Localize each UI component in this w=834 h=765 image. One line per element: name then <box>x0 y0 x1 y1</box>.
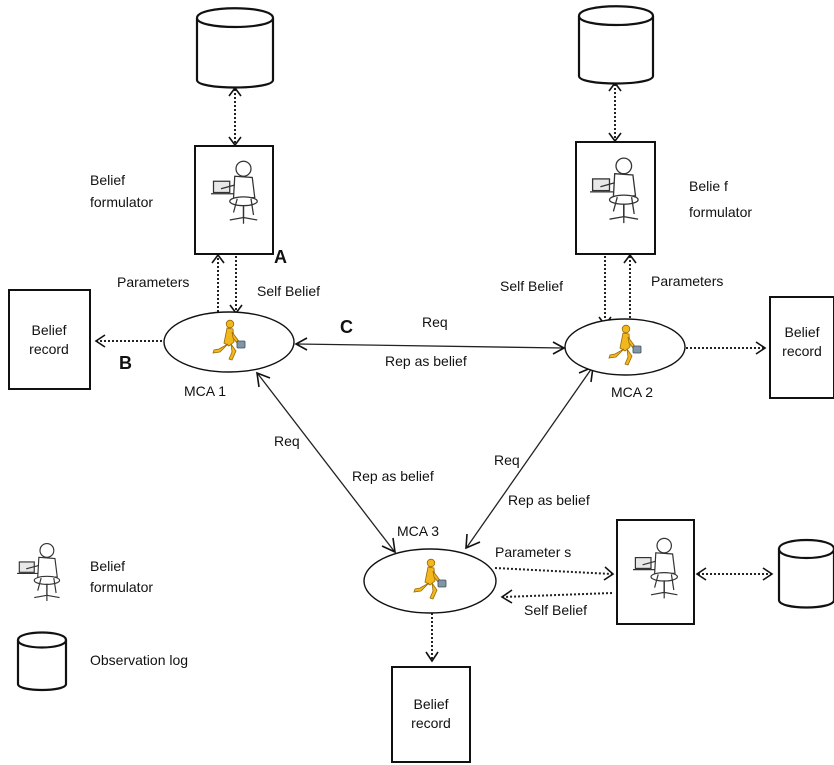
belief-record-2-line1: Belief <box>784 324 819 340</box>
mca-2-label: MCA 2 <box>611 384 653 400</box>
bf3-db3-connector <box>695 567 774 581</box>
mca-3-node <box>363 548 497 614</box>
belief-formulator-2-label-line1: Belie f <box>689 178 728 194</box>
legend-observation-log: Observation log <box>90 652 188 668</box>
mca1-mca3-connector <box>256 371 396 554</box>
belief-record-box-2: Belief record <box>769 296 834 399</box>
rep-as-belief-label-23: Rep as belief <box>508 492 590 508</box>
record-arrow-1 <box>94 334 162 348</box>
self-belief-arrow-1 <box>229 256 243 315</box>
req-label-23: Req <box>494 452 520 468</box>
parameters-label-3: Parameter s <box>495 544 571 560</box>
belief-formulator-box-2 <box>575 141 656 255</box>
self-belief-label-2: Self Belief <box>500 278 563 294</box>
marker-c: C <box>340 317 353 337</box>
observation-log-cylinder-2 <box>577 5 655 85</box>
parameters-arrow-3 <box>494 566 615 581</box>
legend-formulator-line2: formulator <box>90 579 153 595</box>
belief-formulator-box-3 <box>616 519 695 625</box>
belief-record-1-line2: record <box>29 341 69 357</box>
req-label-c: Req <box>422 314 448 330</box>
rep-as-belief-label-c: Rep as belief <box>385 353 467 369</box>
belief-record-box-1: Belief record <box>8 289 91 390</box>
record-arrow-2 <box>686 341 767 355</box>
marker-b: B <box>119 353 132 373</box>
belief-formulator-1-label-line2: formulator <box>90 194 153 210</box>
legend: Belief formulator Observation log <box>16 542 188 692</box>
belief-formulator-legend-icon <box>16 542 61 602</box>
db1-bf1-connector <box>228 86 242 147</box>
observation-log-cylinder-1 <box>195 7 275 89</box>
parameters-label-1: Parameters <box>117 274 189 290</box>
mca-3-label: MCA 3 <box>397 523 439 539</box>
belief-formulator-box-1 <box>194 145 274 255</box>
self-belief-label-1: Self Belief <box>257 283 320 299</box>
mca-2-node <box>564 318 686 376</box>
parameters-arrow-1 <box>211 253 225 312</box>
db2-bf2-connector <box>608 81 622 143</box>
mca2-mca3-connector <box>465 365 594 550</box>
belief-record-box-3: Belief record <box>391 666 471 763</box>
observation-log-legend-icon <box>16 631 68 692</box>
belief-formulator-2-label-line2: formulator <box>689 204 752 220</box>
rep-as-belief-label-13: Rep as belief <box>352 468 434 484</box>
req-label-13: Req <box>274 433 300 449</box>
record-arrow-3 <box>425 613 439 663</box>
mca-1-label: MCA 1 <box>184 383 226 399</box>
parameters-label-2: Parameters <box>651 273 723 289</box>
self-belief-arrow-2 <box>598 256 612 327</box>
belief-formulator-1-label-line1: Belief <box>90 172 125 188</box>
self-belief-arrow-3 <box>500 589 613 604</box>
self-belief-label-3: Self Belief <box>524 602 587 618</box>
observation-log-cylinder-3 <box>777 539 834 609</box>
belief-record-3-line2: record <box>411 715 451 731</box>
belief-record-3-line1: Belief <box>413 696 448 712</box>
parameters-arrow-2 <box>623 253 637 322</box>
belief-record-1-line1: Belief <box>31 322 66 338</box>
mca-1-node <box>163 311 295 373</box>
belief-record-2-line2: record <box>782 343 822 359</box>
mca1-mca2-connector <box>294 337 566 355</box>
marker-a: A <box>274 247 287 267</box>
legend-formulator-line1: Belief <box>90 558 125 574</box>
